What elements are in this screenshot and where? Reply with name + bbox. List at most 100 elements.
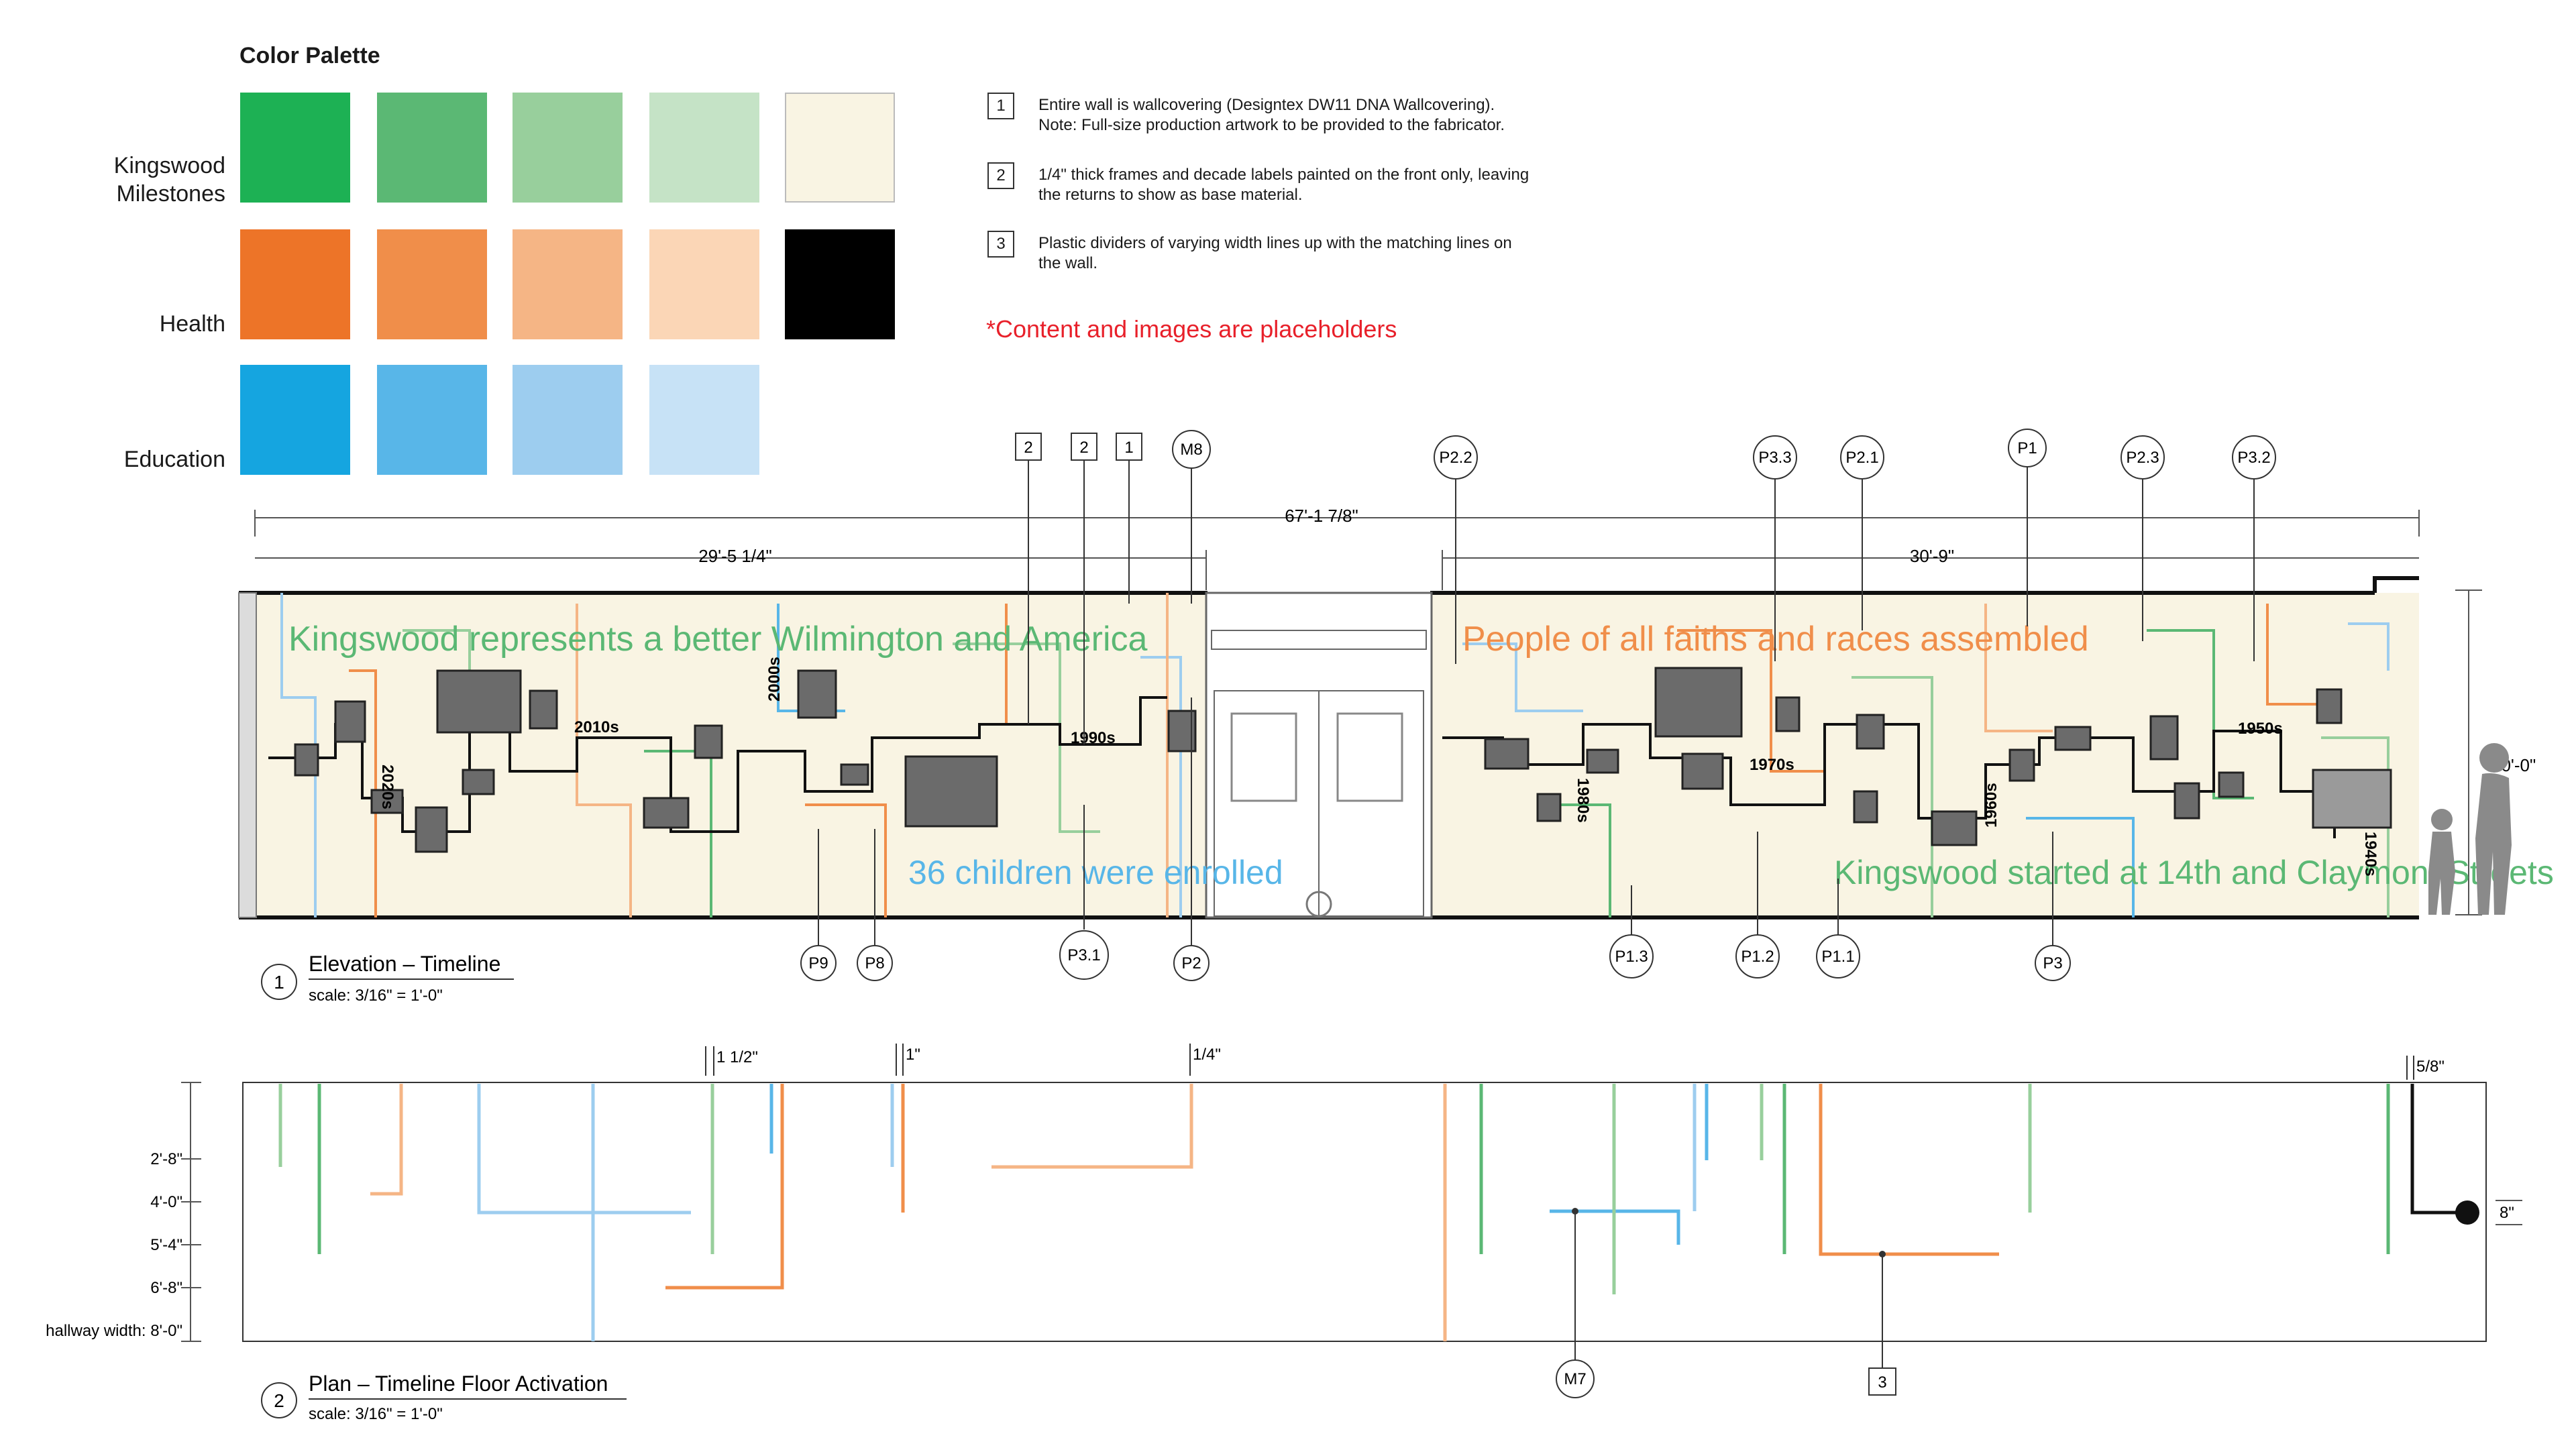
callout-label: P1.1 bbox=[1821, 948, 1854, 966]
color-swatch bbox=[377, 365, 487, 475]
right-dim-ticks bbox=[2496, 1200, 2522, 1225]
plan-top-dimension: 1 1/2" bbox=[716, 1048, 758, 1066]
note-line: Plastic dividers of varying width lines … bbox=[1038, 234, 1512, 252]
color-swatch bbox=[785, 93, 895, 203]
note-line: 1/4" thick frames and decade labels pain… bbox=[1038, 166, 1529, 184]
note-number-box: 1 bbox=[987, 93, 1014, 119]
callout-label: P2.3 bbox=[2126, 449, 2159, 467]
timeline-path bbox=[1442, 723, 2336, 838]
decade-label: 1960s bbox=[1982, 783, 2000, 828]
decade-label: 1980s bbox=[1574, 778, 1592, 823]
note-number-box: 2 bbox=[987, 162, 1014, 189]
plan-callout-label: M7 bbox=[1564, 1370, 1586, 1388]
callout-label: P3.3 bbox=[1758, 449, 1791, 467]
decade-label: 1990s bbox=[1071, 729, 1116, 747]
floor-dividers bbox=[278, 1084, 2390, 1341]
plan-row-label: hallway width: 8'-0" bbox=[46, 1322, 182, 1340]
drawing-title: Plan – Timeline Floor Activation bbox=[309, 1371, 608, 1396]
note-line: the returns to show as base material. bbox=[1038, 186, 1303, 204]
callout-label: P1.3 bbox=[1615, 948, 1648, 966]
color-swatch bbox=[377, 229, 487, 339]
elevation-top-callouts bbox=[1172, 429, 2276, 480]
callout-label: P3 bbox=[2043, 954, 2062, 972]
soffit-step bbox=[2373, 576, 2419, 593]
callout-label: P1.2 bbox=[1741, 948, 1774, 966]
tag-number: 2 bbox=[1079, 439, 1088, 457]
wall-panel-left bbox=[243, 593, 1206, 917]
drawing-number-circle bbox=[261, 1382, 297, 1418]
drawing-title: Elevation – Timeline bbox=[309, 952, 500, 976]
elevation-dimensions bbox=[254, 510, 2482, 915]
palette-title: Color Palette bbox=[239, 43, 380, 68]
category-label-kingswood: Kingswood Milestones bbox=[24, 152, 225, 208]
note-line: Note: Full-size production artwork to be… bbox=[1038, 116, 1505, 134]
decade-label: 2020s bbox=[378, 765, 396, 809]
decade-label: 2000s bbox=[765, 657, 784, 702]
note-line: Entire wall is wallcovering (Designtex D… bbox=[1038, 96, 1495, 114]
callout-label: P9 bbox=[808, 954, 828, 972]
left-dimension: 29'-5 1/4" bbox=[698, 546, 772, 566]
note-line: the wall. bbox=[1038, 254, 1098, 272]
plan-dimension-line bbox=[181, 1082, 201, 1342]
leader-dot bbox=[1879, 1251, 1886, 1257]
callout-label: M8 bbox=[1180, 441, 1202, 459]
column-mark bbox=[2410, 1084, 2466, 1215]
callout-label: P3.1 bbox=[1067, 946, 1100, 964]
category-label-line: Education bbox=[123, 447, 225, 472]
plan-row-label: 4'-0" bbox=[150, 1193, 182, 1211]
decade-label: 1970s bbox=[1750, 756, 1794, 774]
color-swatch bbox=[377, 93, 487, 203]
total-dimension: 67'-1 7/8" bbox=[1285, 506, 1358, 526]
plan-callout-leaders bbox=[1574, 1211, 1883, 1368]
category-label-line: Health bbox=[159, 311, 225, 337]
category-label-line: Kingswood bbox=[113, 153, 225, 178]
callout-label: P2.1 bbox=[1845, 449, 1878, 467]
color-swatch bbox=[649, 229, 759, 339]
callout-leaders bbox=[818, 460, 2255, 946]
category-label-line: Milestones bbox=[116, 181, 225, 207]
elevation-top-tags: 2 2 1 bbox=[1015, 433, 1142, 461]
plan-top-dimension: 1/4" bbox=[1193, 1046, 1221, 1064]
color-swatch bbox=[785, 229, 895, 339]
color-swatch bbox=[513, 93, 623, 203]
color-swatch bbox=[240, 93, 350, 203]
plan-top-dimension: 1" bbox=[906, 1046, 920, 1064]
drawing-number: 1 bbox=[274, 972, 284, 993]
people-silhouette bbox=[2428, 743, 2512, 915]
plan-top-dimension-ticks bbox=[705, 1044, 2414, 1080]
decade-label: 1950s bbox=[2238, 720, 2283, 738]
photo-frames[interactable] bbox=[294, 667, 2392, 853]
decade-label: 1940s bbox=[2361, 832, 2379, 877]
right-dimension: 30'-9" bbox=[1910, 546, 1954, 566]
plan-top-dimension: 5/8" bbox=[2416, 1058, 2445, 1076]
plan-tag-box bbox=[1868, 1367, 1896, 1396]
drawing-scale: scale: 3/16" = 1'-0" bbox=[309, 987, 443, 1005]
callout-label: P8 bbox=[865, 954, 884, 972]
color-swatch bbox=[240, 229, 350, 339]
elevation-bottom-callouts bbox=[800, 930, 2071, 981]
color-swatch bbox=[513, 365, 623, 475]
drawing-number-circle bbox=[261, 964, 297, 1000]
note-text: Plastic dividers of varying width lines … bbox=[1038, 233, 1642, 274]
color-swatch bbox=[649, 93, 759, 203]
plan-right-dimension: 8" bbox=[2500, 1204, 2514, 1222]
wall-headline: Kingswood represents a better Wilmington… bbox=[288, 620, 1148, 659]
drawing-number: 2 bbox=[274, 1390, 284, 1411]
plan-tag-number: 3 bbox=[1878, 1374, 1886, 1392]
plan-row-label: 5'-4" bbox=[150, 1236, 182, 1254]
double-door[interactable] bbox=[1205, 592, 1433, 919]
note-text: Entire wall is wallcovering (Designtex D… bbox=[1038, 95, 1642, 135]
column-dot bbox=[2455, 1200, 2479, 1225]
wall-headline: 36 children were enrolled bbox=[908, 854, 1283, 891]
category-label-health: Health bbox=[24, 310, 225, 338]
tag-number: 2 bbox=[1024, 439, 1032, 457]
callout-label: P2 bbox=[1181, 954, 1201, 972]
callout-label: P3.2 bbox=[2237, 449, 2270, 467]
callout-label: P2.2 bbox=[1439, 449, 1472, 467]
note-text: 1/4" thick frames and decade labels pain… bbox=[1038, 165, 1642, 205]
category-label-education: Education bbox=[24, 445, 225, 473]
plan-callout-circle bbox=[1556, 1359, 1595, 1398]
decade-label: 2010s bbox=[574, 718, 619, 736]
tag-number: 1 bbox=[1124, 439, 1133, 457]
